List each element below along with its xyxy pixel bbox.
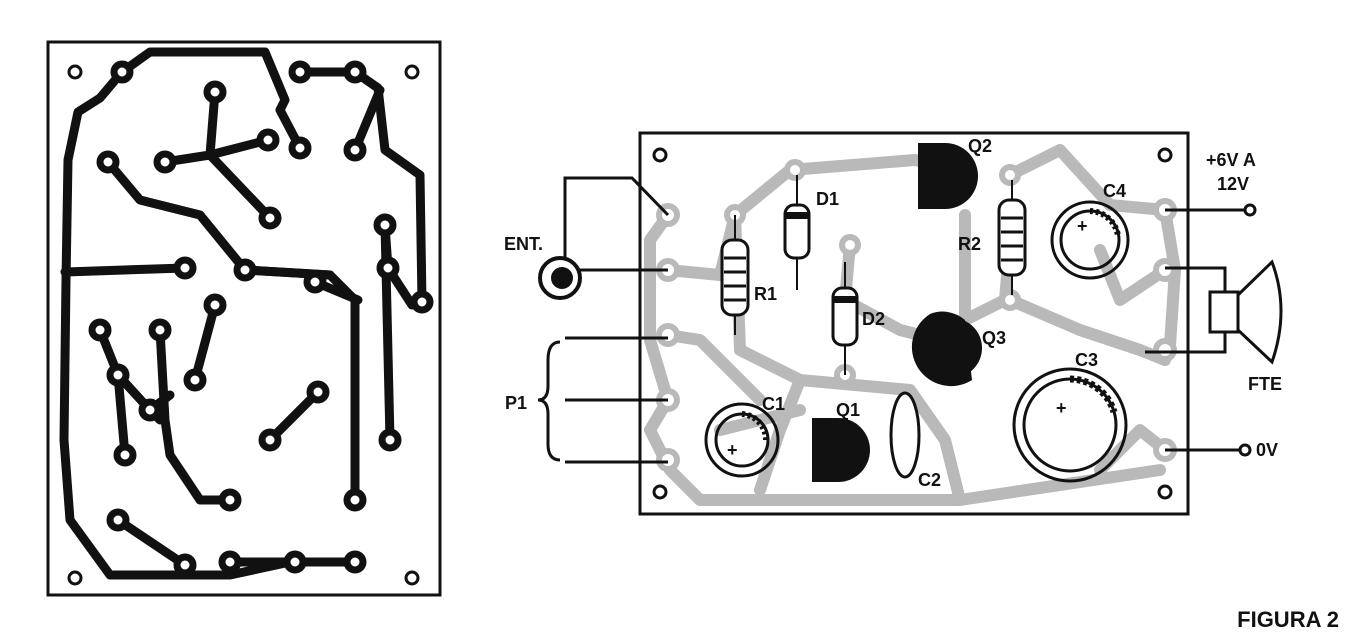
label-ground: 0V [1256, 440, 1278, 460]
label-supply-line2: 12V [1217, 174, 1249, 194]
label-c2: C2 [918, 470, 941, 490]
label-input: ENT. [504, 234, 543, 254]
resistor-r2 [997, 180, 1027, 295]
label-r2: R2 [958, 234, 981, 254]
mounting-holes-left [67, 64, 420, 586]
pot-wiring [537, 336, 668, 464]
c4-polarity: + [1077, 216, 1088, 236]
label-d2: D2 [862, 309, 885, 329]
label-pot: P1 [505, 393, 527, 413]
c1-polarity: + [727, 440, 738, 460]
diode-d1 [783, 175, 811, 290]
label-q3: Q3 [982, 328, 1006, 348]
capacitor-c3 [1012, 367, 1128, 483]
copper-tracks [59, 47, 427, 580]
input-jack [538, 176, 670, 300]
label-c3: C3 [1075, 350, 1098, 370]
output-wiring [1145, 203, 1257, 457]
label-q1: Q1 [836, 400, 860, 420]
transistor-q3-body [922, 318, 982, 378]
pcb-copper-side [46, 40, 442, 597]
label-c1: C1 [762, 394, 785, 414]
diode-d2 [831, 262, 859, 375]
pcb-component-side: + + + Q2 D1 C4 R2 R1 D2 Q3 C3 C1 Q1 C2 E… [504, 131, 1283, 516]
label-supply-line1: +6V A [1206, 150, 1256, 170]
pcb-outline-left [46, 40, 442, 597]
transistor-q1 [812, 418, 870, 482]
label-speaker: FTE [1248, 374, 1282, 394]
pcb-outline-right [638, 131, 1190, 516]
copper-pads [88, 60, 434, 577]
label-d1: D1 [816, 189, 839, 209]
figure-caption: FIGURA 2 [1237, 607, 1339, 632]
capacitor-c1 [704, 402, 780, 478]
label-c4: C4 [1103, 181, 1126, 201]
capacitor-c2 [889, 391, 921, 479]
resistor-r1 [720, 215, 750, 335]
transistor-q2 [918, 143, 978, 209]
label-r1: R1 [754, 284, 777, 304]
speaker-icon [1208, 259, 1283, 365]
capacitor-c4 [1050, 200, 1130, 280]
c3-polarity: + [1056, 398, 1067, 418]
mounting-holes-right [652, 147, 1173, 500]
label-q2: Q2 [968, 136, 992, 156]
